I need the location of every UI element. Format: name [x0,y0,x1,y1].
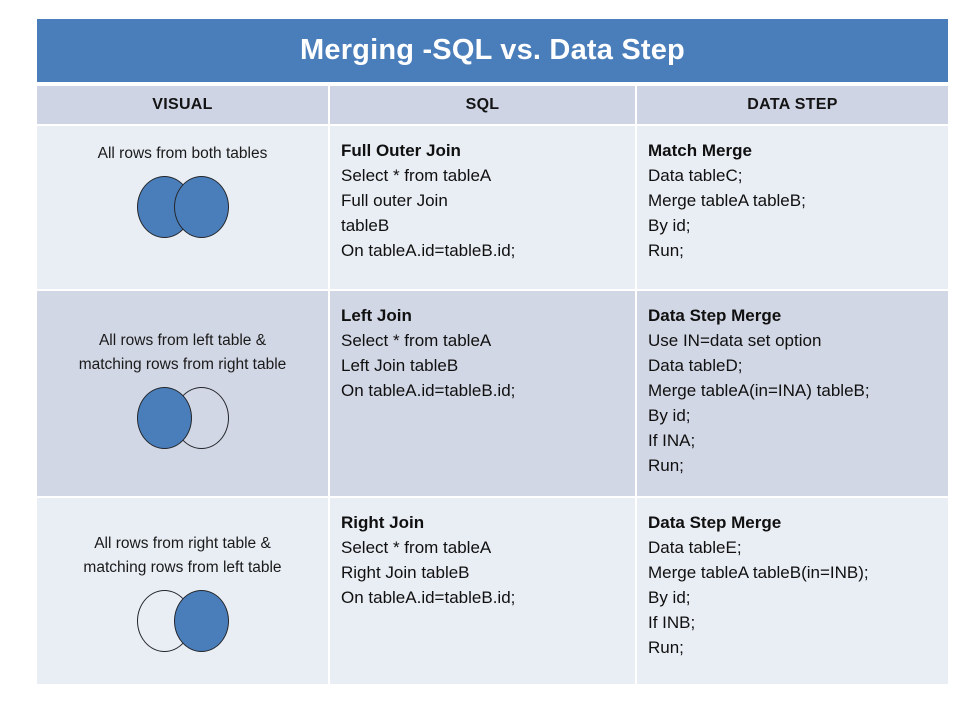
comparison-table: Merging -SQL vs. Data Step VISUAL SQL DA… [37,19,948,684]
visual-cell-left-join: All rows from left table & matching rows… [37,291,330,496]
data-step-cell-match-merge: Match Merge Data tableC; Merge tableA ta… [637,126,948,289]
data-step-cell-right-merge: Data Step Merge Data tableE; Merge table… [637,498,948,684]
data-step-line: If INA; [648,430,696,450]
table-row: All rows from left table & matching rows… [37,291,948,496]
data-step-line: Merge tableA(in=INA) tableB; [648,380,870,400]
venn-diagram-left-join [136,387,229,450]
data-step-cell-left-merge: Data Step Merge Use IN=data set option D… [637,291,948,496]
data-step-line: Run; [648,240,684,260]
table-header-row: VISUAL SQL DATA STEP [37,86,948,124]
column-header-visual: VISUAL [37,86,330,124]
table-row: All rows from right table & matching row… [37,498,948,684]
page-title: Merging -SQL vs. Data Step [300,34,685,66]
venn-circle-left-icon [136,387,192,450]
visual-caption: All rows from both tables [97,145,268,162]
data-step-line: Run; [648,637,684,657]
sql-heading: Right Join [341,513,425,532]
sql-line: Select * from tableA [341,165,492,185]
data-step-line: Use IN=data set option [648,330,822,350]
data-step-line: Data tableD; [648,355,743,375]
data-step-heading: Data Step Merge [648,513,782,532]
data-step-line: Run; [648,455,684,475]
sql-line: tableB [341,215,390,235]
table-row: All rows from both tables Full Outer Joi… [37,126,948,289]
sql-cell-full-outer-join: Full Outer Join Select * from tableA Ful… [330,126,637,289]
column-header-data-step: DATA STEP [637,86,948,124]
column-header-sql-label: SQL [465,96,500,113]
sql-line: Left Join tableB [341,355,459,375]
sql-cell-left-join: Left Join Select * from tableA Left Join… [330,291,637,496]
sql-line: Right Join tableB [341,562,470,582]
visual-cell-full-outer-join: All rows from both tables [37,126,330,289]
venn-diagram-right-join [136,590,229,653]
data-step-line: Data tableC; [648,165,743,185]
data-step-line: By id; [648,215,691,235]
sql-line: On tableA.id=tableB.id; [341,240,516,260]
sql-line: On tableA.id=tableB.id; [341,587,516,607]
visual-caption: All rows from right table & matching row… [83,535,282,577]
column-header-visual-label: VISUAL [152,96,213,113]
data-step-line: If INB; [648,612,696,632]
sql-heading: Left Join [341,306,412,325]
data-step-line: Data tableE; [648,537,742,557]
sql-line: Select * from tableA [341,330,492,350]
venn-circle-right-icon [173,590,229,653]
sql-line: Full outer Join [341,190,448,210]
sql-heading: Full Outer Join [341,141,461,160]
sql-cell-right-join: Right Join Select * from tableA Right Jo… [330,498,637,684]
visual-cell-right-join: All rows from right table & matching row… [37,498,330,684]
data-step-heading: Data Step Merge [648,306,782,325]
venn-diagram-full-outer-join [136,176,229,239]
data-step-line: Merge tableA tableB; [648,190,806,210]
data-step-line: Merge tableA tableB(in=INB); [648,562,869,582]
title-bar: Merging -SQL vs. Data Step [37,19,948,82]
data-step-line: By id; [648,405,691,425]
sql-line: Select * from tableA [341,537,492,557]
data-step-heading: Match Merge [648,141,752,160]
sql-line: On tableA.id=tableB.id; [341,380,516,400]
visual-caption: All rows from left table & matching rows… [78,332,287,374]
data-step-line: By id; [648,587,691,607]
column-header-sql: SQL [330,86,637,124]
column-header-data-step-label: DATA STEP [747,96,838,113]
venn-circle-right-icon [173,176,229,239]
